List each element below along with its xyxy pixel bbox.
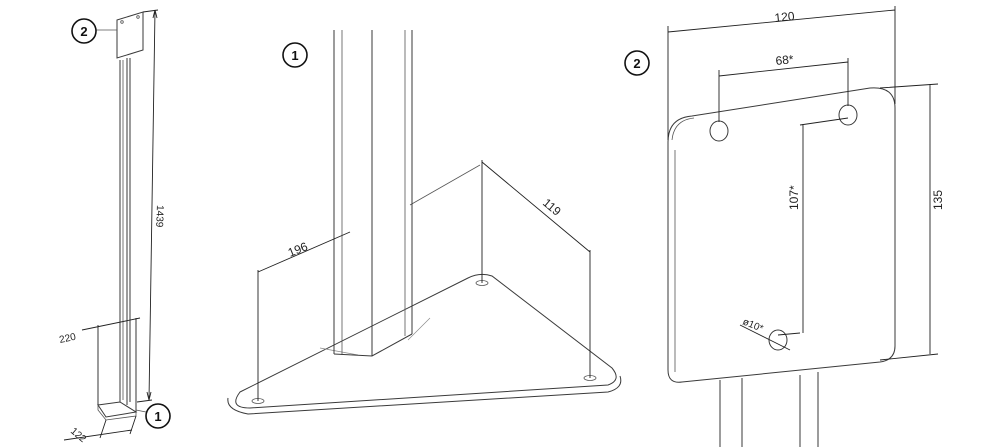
dim-196: 196 xyxy=(286,239,310,260)
callout-2-left xyxy=(71,18,97,44)
dim-height: 1439 xyxy=(153,205,165,228)
callout-2-left-text: 2 xyxy=(80,24,87,39)
dim-122: 122 xyxy=(68,426,88,445)
dim-plate-width: 120 xyxy=(774,9,796,25)
dim-119: 119 xyxy=(540,196,564,219)
dim-hole-vertical: 107* xyxy=(787,185,801,210)
base-detail: 196 119 1 xyxy=(227,30,622,415)
dim-plate-height: 135 xyxy=(931,190,945,210)
callout-1-left xyxy=(145,403,171,429)
callout-2-right-text: 2 xyxy=(633,56,640,71)
dim-220: 220 xyxy=(58,332,77,346)
dim-hole-spacing: 68* xyxy=(775,52,795,68)
callout-1-mid-text: 1 xyxy=(291,48,298,63)
callout-1-left-text: 1 xyxy=(154,409,161,424)
callout-1-mid xyxy=(282,42,308,68)
dim-hole-diameter: ø10* xyxy=(741,317,765,335)
stand-overview: 1439 220 122 2 1 xyxy=(58,9,171,445)
plate-detail: 120 68* 135 107* ø10* 2 xyxy=(624,6,945,447)
callout-2-right xyxy=(624,50,650,76)
